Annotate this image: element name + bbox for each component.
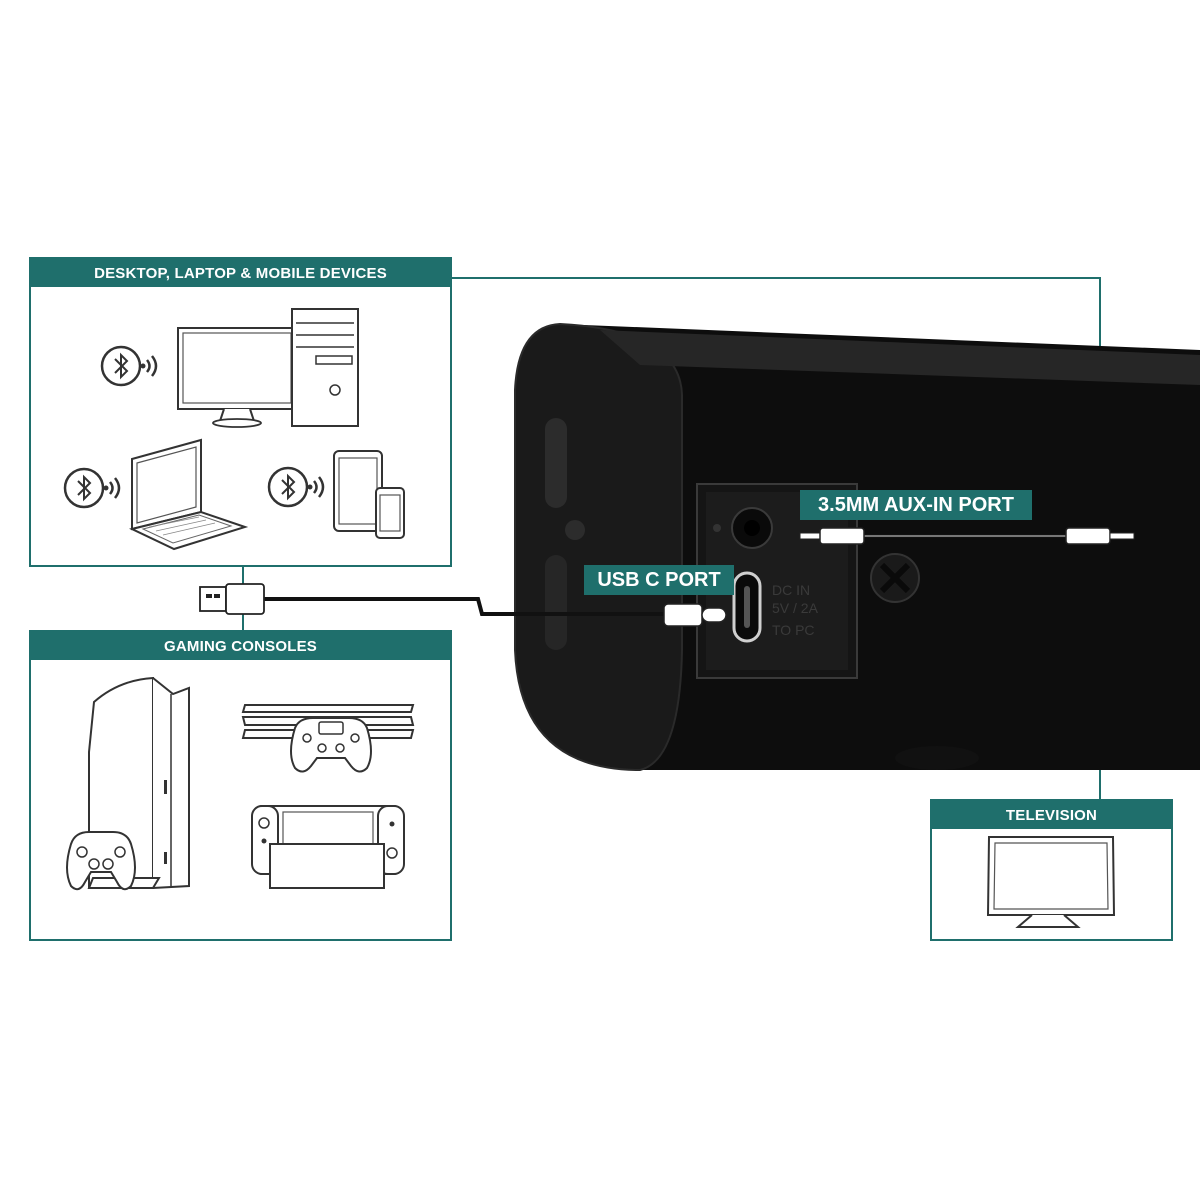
consoles-panel-title: GAMING CONSOLES	[31, 632, 450, 660]
soundbar-foot	[895, 746, 979, 770]
laptop-icon	[129, 438, 249, 551]
switch-console-icon	[251, 805, 405, 889]
consoles-panel: GAMING CONSOLES	[29, 630, 452, 941]
tv-panel-title: TELEVISION	[932, 801, 1171, 829]
aux-port-label: 3.5MM AUX-IN PORT	[800, 490, 1032, 520]
bt-button	[565, 520, 585, 540]
console-controller-icon	[241, 704, 415, 773]
bluetooth-icon	[267, 466, 325, 508]
port-text-3: TO PC	[772, 622, 815, 638]
desktop-computer-icon	[177, 308, 359, 428]
usb-a-plug-icon	[199, 583, 265, 615]
aux-cable	[799, 527, 1135, 545]
aux-plug-icon	[1065, 527, 1135, 545]
bluetooth-icon	[63, 467, 121, 509]
port-text-1: DC IN	[772, 582, 810, 598]
port-text-2: 5V / 2A	[772, 600, 819, 616]
console-controller-icon	[66, 831, 136, 891]
usb-c-plug-icon	[663, 603, 727, 627]
devices-illustration	[63, 308, 405, 551]
devices-panel-title: DESKTOP, LAPTOP & MOBILE DEVICES	[31, 259, 450, 287]
aux-plug-icon	[799, 527, 865, 545]
tablet-phone-icon	[333, 450, 405, 539]
usb-cable	[199, 583, 727, 627]
consoles-illustration	[66, 676, 415, 891]
soundbar	[514, 322, 1200, 772]
usbc-port-label: USB C PORT	[584, 565, 734, 595]
devices-panel: DESKTOP, LAPTOP & MOBILE DEVICES	[29, 257, 452, 567]
bluetooth-icon	[100, 345, 158, 387]
tv-panel: TELEVISION	[930, 799, 1173, 941]
tv-illustration	[986, 836, 1116, 928]
volume-rocker	[545, 418, 567, 508]
television-icon	[986, 836, 1116, 928]
